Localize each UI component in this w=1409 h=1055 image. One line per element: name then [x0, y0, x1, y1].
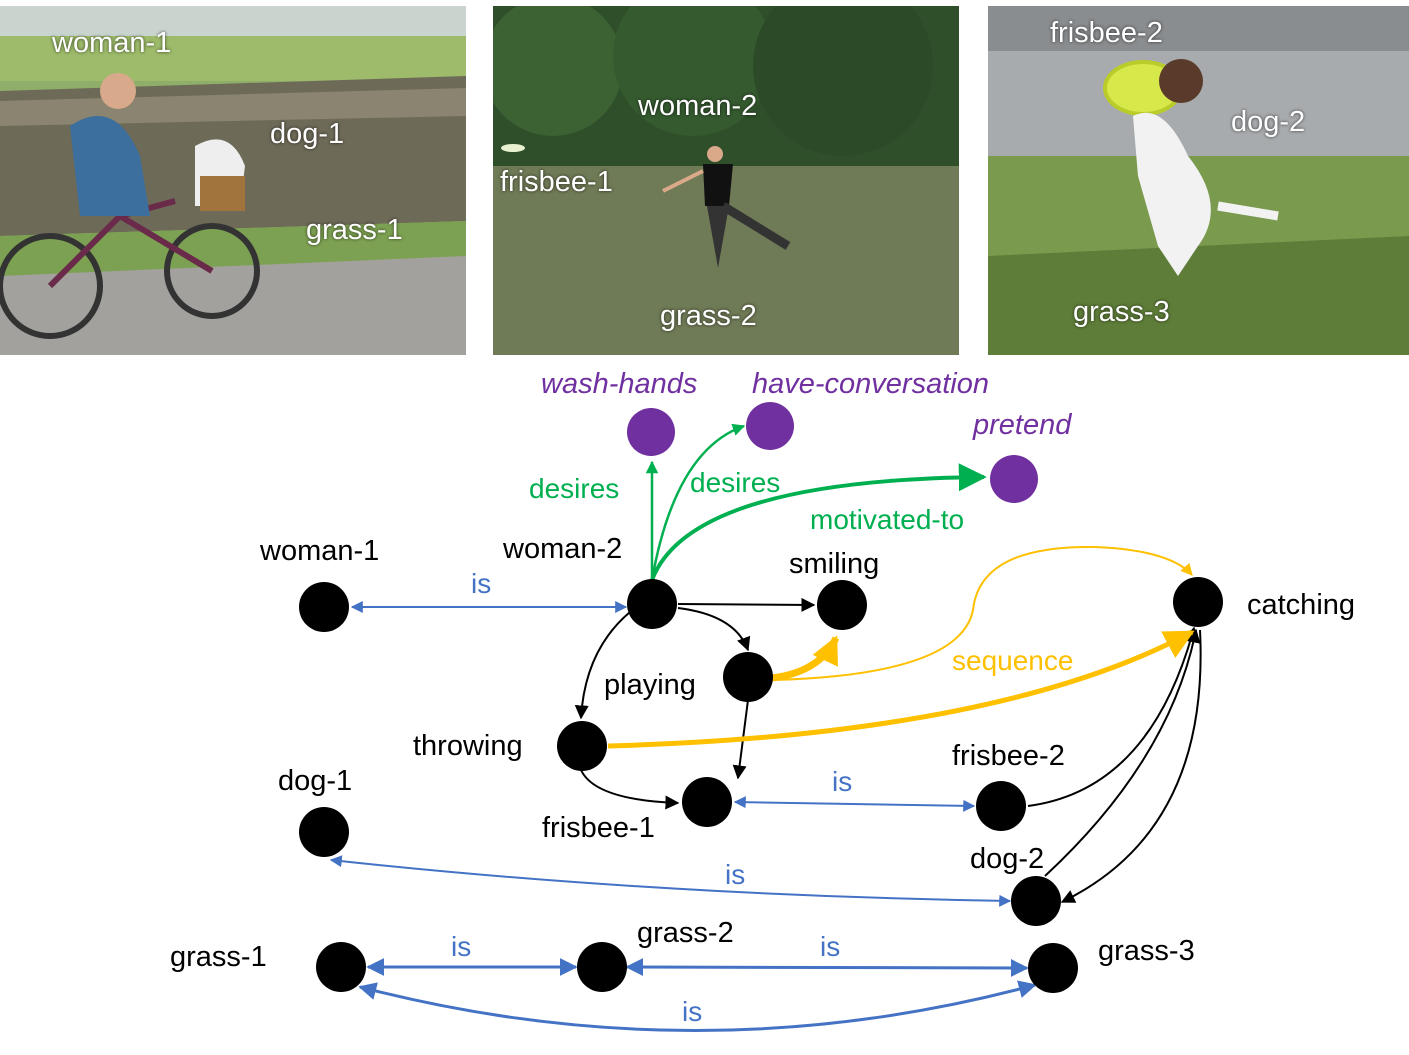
edge-label-desires-1: desires — [529, 473, 619, 504]
edge-label-is-dog: is — [725, 859, 745, 890]
photo-woman-frisbee — [493, 6, 959, 355]
edge-is-grass2-grass3 — [625, 958, 1029, 977]
node-catching — [1173, 577, 1223, 627]
edge-motivated-to-pretend — [650, 463, 987, 581]
node-playing — [723, 652, 773, 702]
edge-label-sequence: sequence — [952, 645, 1073, 676]
photo-1-label-woman: woman-1 — [52, 27, 172, 59]
edge-woman2-smiling — [677, 597, 816, 612]
photo-1-label-dog: dog-1 — [270, 118, 345, 150]
label-woman-2: woman-2 — [502, 533, 622, 565]
label-woman-1: woman-1 — [259, 535, 379, 567]
node-woman-1 — [299, 582, 349, 632]
edge-frisbee2-catching — [1027, 626, 1198, 807]
label-throwing: throwing — [413, 730, 523, 762]
edge-label-is-grass-1-2: is — [451, 931, 471, 962]
label-frisbee-2: frisbee-2 — [952, 740, 1065, 772]
photo-2-label-frisbee: frisbee-1 — [500, 166, 613, 198]
edge-is-frisbee1-frisbee2 — [733, 796, 976, 812]
photo-3-label-frisbee: frisbee-2 — [1050, 17, 1163, 49]
label-grass-3: grass-3 — [1098, 935, 1195, 967]
node-smiling — [817, 580, 867, 630]
label-playing: playing — [604, 669, 696, 701]
label-catching: catching — [1247, 589, 1355, 621]
concept-label-wash-hands: wash-hands — [541, 368, 697, 400]
concept-node-wash-hands — [627, 408, 675, 456]
node-grass-3 — [1028, 943, 1078, 993]
photo-dog-frisbee — [988, 6, 1409, 355]
edge-dog2-catching — [1044, 628, 1201, 877]
edge-sequence-playing-catching — [771, 545, 1193, 681]
edge-sequence-throwing-catching — [607, 629, 1195, 749]
photo-2-label-grass: grass-2 — [660, 300, 757, 332]
photo-dog-frisbee-image — [988, 6, 1409, 355]
node-grass-2 — [577, 942, 627, 992]
node-frisbee-2 — [976, 781, 1026, 831]
node-dog-1 — [299, 807, 349, 857]
edge-label-is-grass-2-3: is — [820, 931, 840, 962]
photo-woman-bicycle — [0, 6, 466, 355]
photo-woman-frisbee-image — [493, 6, 959, 355]
photo-3-label-grass: grass-3 — [1073, 296, 1170, 328]
concept-label-pretend: pretend — [972, 409, 1072, 441]
photo-3-label-dog: dog-2 — [1231, 106, 1306, 138]
node-woman-2 — [627, 579, 677, 629]
node-dog-2 — [1011, 876, 1061, 926]
photo-woman-bicycle-image — [0, 6, 466, 355]
edge-is-dog1-dog2 — [329, 855, 1012, 907]
label-grass-2: grass-2 — [637, 917, 734, 949]
label-smiling: smiling — [789, 548, 879, 580]
edge-catching-dog2 — [1060, 629, 1202, 903]
photo-1-label-grass: grass-1 — [306, 214, 403, 246]
photo-2-label-woman: woman-2 — [638, 90, 758, 122]
label-grass-1: grass-1 — [170, 941, 267, 973]
node-frisbee-1 — [682, 777, 732, 827]
concept-node-have-conversation — [746, 402, 794, 450]
concept-label-have-conversation: have-conversation — [752, 368, 989, 400]
label-frisbee-1: frisbee-1 — [542, 812, 655, 844]
edge-label-is-grass-1-3: is — [682, 996, 702, 1027]
edge-label-desires-2: desires — [690, 467, 780, 498]
edge-label-is-woman: is — [471, 568, 491, 599]
edge-woman2-playing — [677, 607, 751, 652]
concept-node-pretend — [990, 455, 1038, 503]
edge-throwing-frisbee1 — [580, 769, 680, 810]
edge-label-motivated-to: motivated-to — [810, 504, 964, 535]
label-dog-1: dog-1 — [278, 765, 352, 797]
node-throwing — [557, 721, 607, 771]
node-grass-1 — [316, 942, 366, 992]
edge-sequence-playing-smiling — [771, 635, 840, 682]
edge-woman2-throwing — [574, 611, 631, 720]
edge-desires-have-conversation — [650, 423, 746, 581]
edge-is-grass1-grass3 — [358, 980, 1037, 1032]
label-dog-2: dog-2 — [970, 843, 1044, 875]
edge-label-is-frisbee: is — [832, 766, 852, 797]
